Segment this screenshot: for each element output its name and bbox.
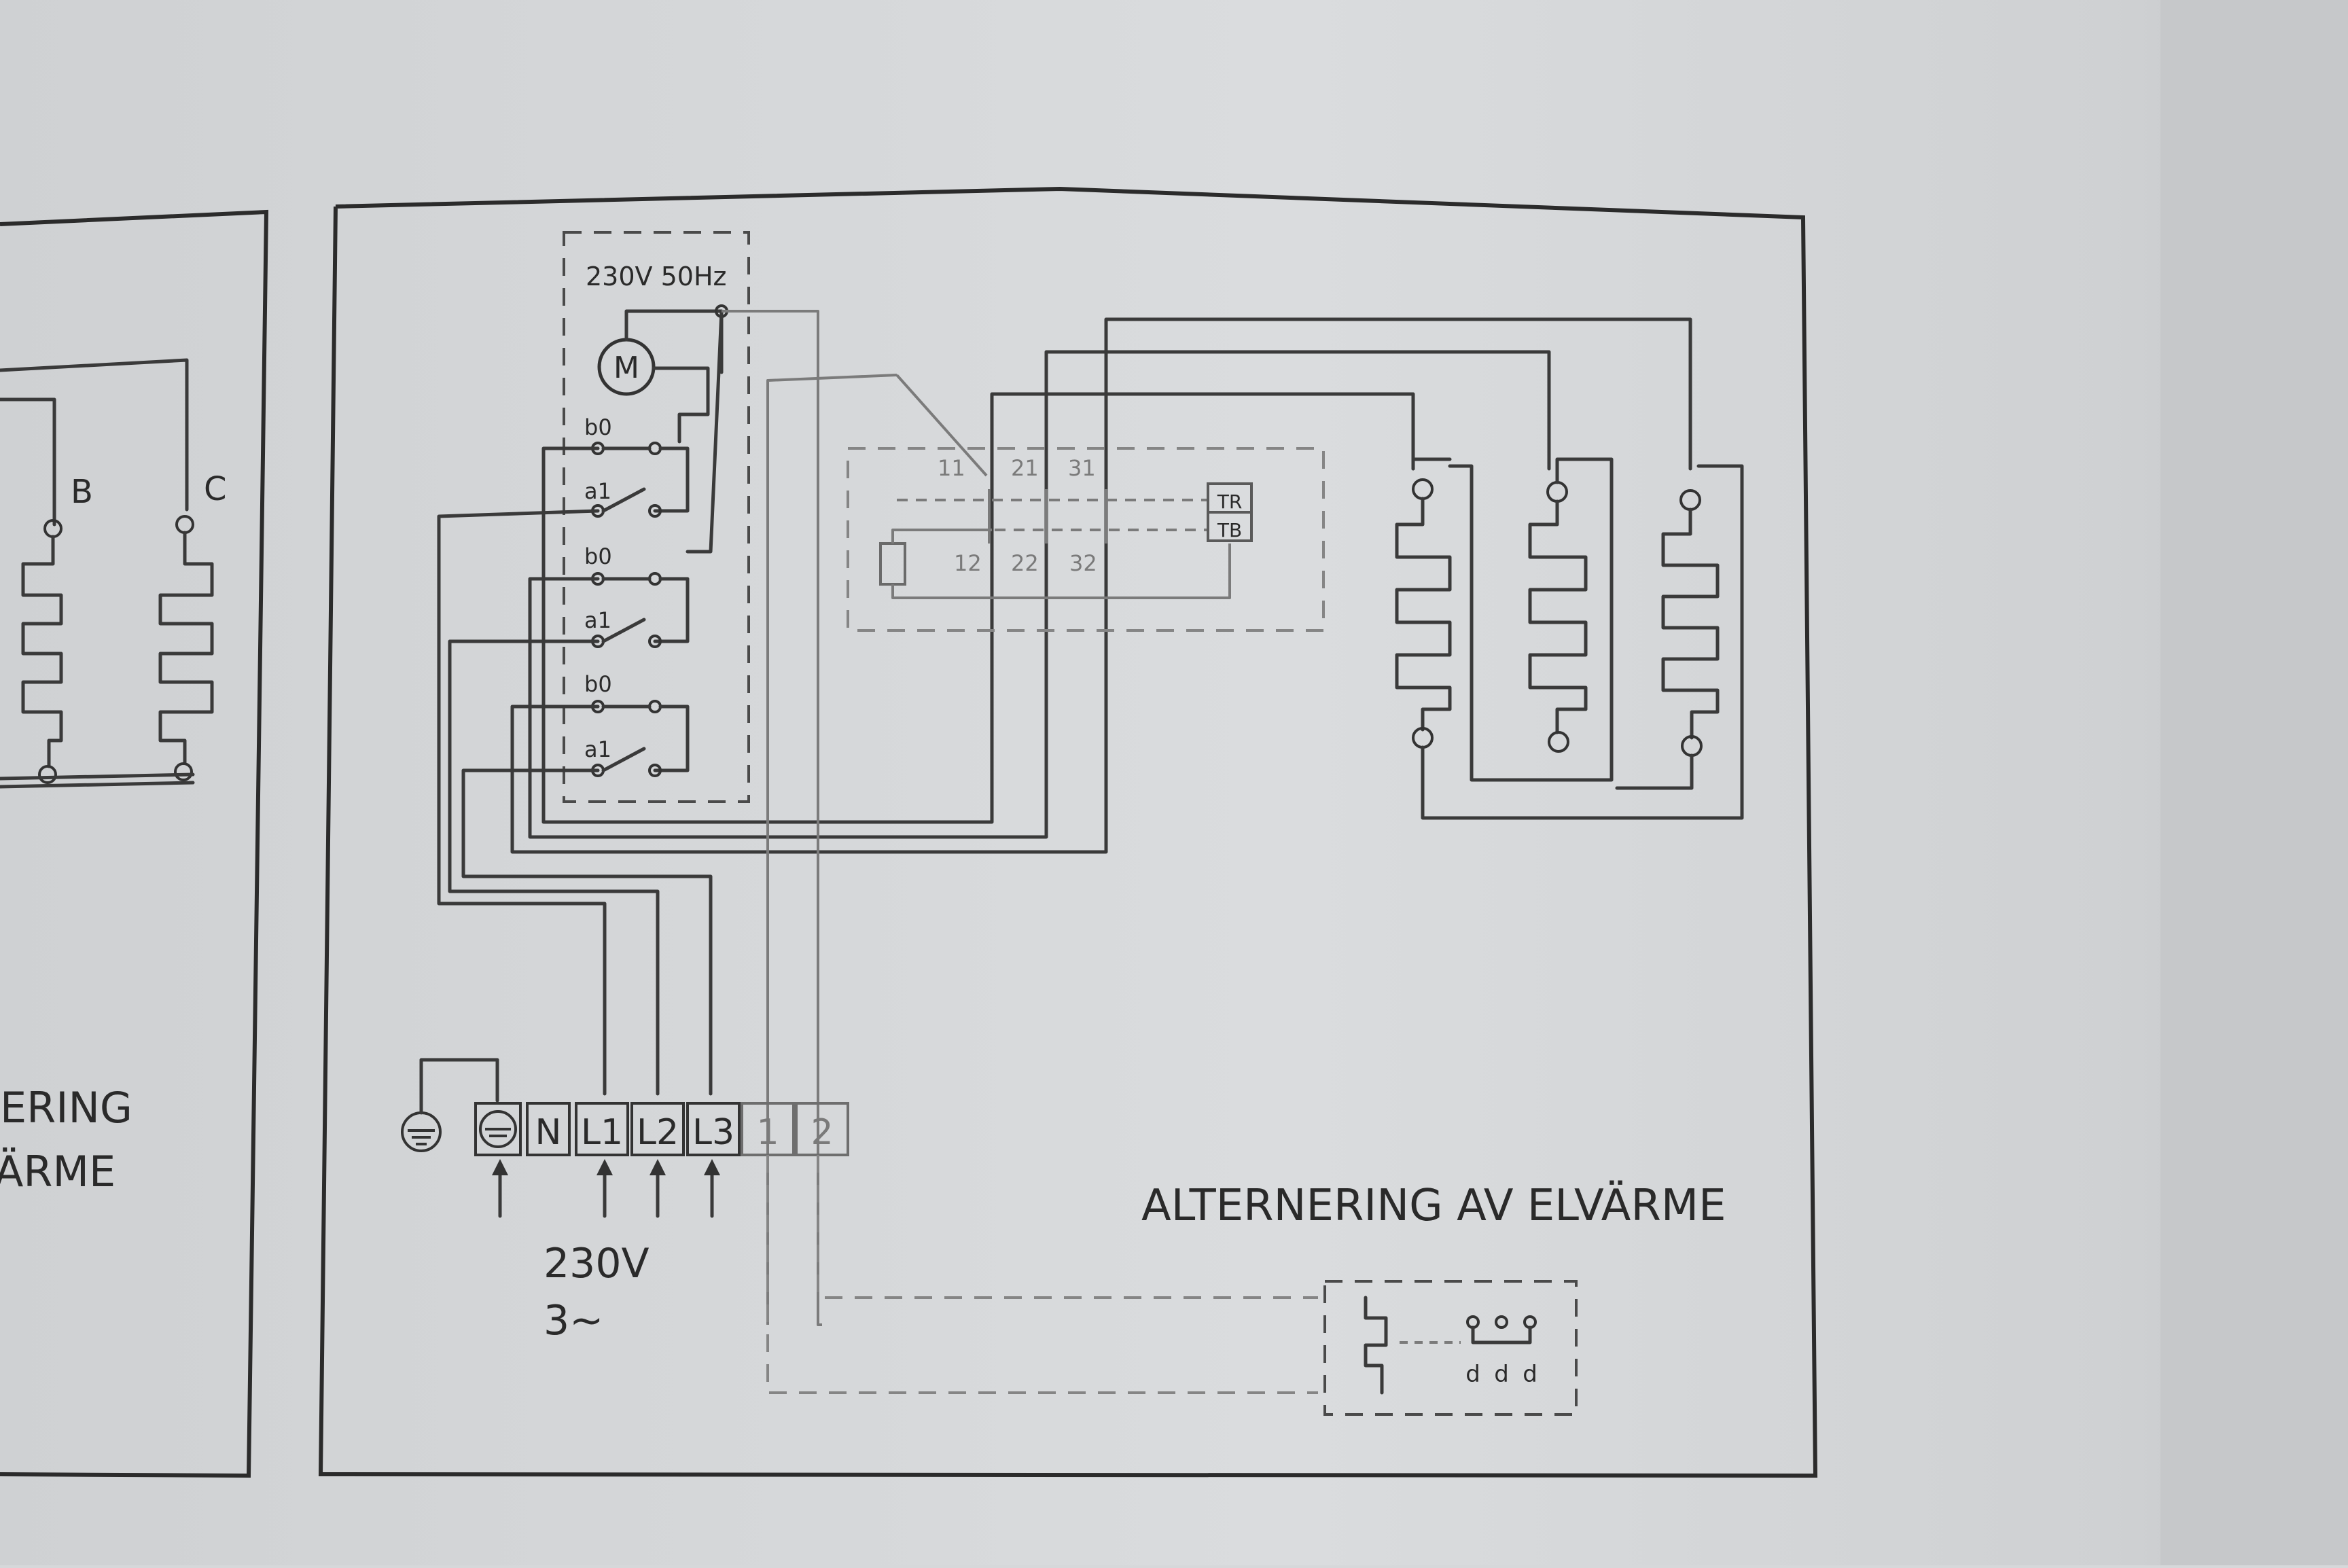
contact-label-a1-2: a1: [584, 607, 611, 633]
terminal-2: [795, 1102, 849, 1156]
contact-label-b0-3: b0: [584, 671, 612, 697]
arrow-up-icon: [650, 1159, 666, 1175]
control-wiring: [437, 310, 1692, 1326]
relay-label-11: 11: [938, 455, 965, 481]
relay-unit: 11 21 31 12 22 32 TR TB: [847, 447, 1325, 632]
terminal-n: [526, 1102, 571, 1156]
supply-phase-label: 3~: [544, 1297, 603, 1344]
diagram-title: ALTERNERING AV ELVÄRME: [1141, 1180, 1726, 1231]
relay-label-31: 31: [1068, 455, 1096, 481]
left-panel-frame: [0, 209, 269, 1478]
contact-b0-1: [591, 442, 690, 513]
terminal-label-l3: L3: [692, 1112, 734, 1153]
terminal-l1: [575, 1102, 629, 1156]
relay-label-12: 12: [954, 550, 982, 576]
left-caption-line2: ÄRME: [0, 1147, 115, 1196]
thermostat-label-tb: TB: [1217, 519, 1242, 541]
control-unit: 230V 50Hz M: [563, 231, 750, 803]
heater-element-c: [0, 358, 214, 781]
arrow-up-icon: [597, 1159, 613, 1175]
supply-arrows: [492, 1159, 720, 1218]
terminal-label-n: N: [535, 1112, 562, 1153]
page-fold-shadow: [2160, 0, 2348, 1565]
terminal-label-l1: L1: [581, 1112, 623, 1153]
relay-label-32: 32: [1069, 550, 1097, 576]
heating-element-3: [1615, 489, 1720, 790]
motor-label: M: [613, 351, 639, 385]
terminal-l3: [686, 1102, 741, 1156]
remote-label-d3: d: [1523, 1361, 1537, 1388]
protective-earth-icon: [479, 1110, 517, 1148]
thermostat-label-tr: TR: [1217, 491, 1243, 513]
terminal-label-1: 1: [756, 1112, 779, 1153]
heater-label-b: B: [71, 473, 93, 511]
contact-label-b0-2: b0: [584, 544, 612, 569]
terminal-l2: [630, 1102, 685, 1156]
contact-a1-1: [591, 487, 662, 518]
remote-control-circuit: d d d: [766, 1155, 1578, 1416]
terminal-label-2: 2: [811, 1112, 833, 1153]
left-diagram-panel: B C ERING ÄRME: [0, 209, 269, 1478]
heater-element-b: [0, 397, 63, 784]
heating-element-1: [1395, 457, 1744, 820]
heater-label-c: C: [204, 470, 227, 508]
contact-label-a1-3: a1: [584, 736, 611, 762]
terminal-label-l2: L2: [637, 1112, 679, 1153]
heating-element-2: [1448, 457, 1614, 782]
main-diagram-frame: [318, 186, 1818, 1478]
relay-label-21: 21: [1011, 455, 1039, 481]
relay-label-22: 22: [1011, 550, 1039, 576]
contact-label-b0-1: b0: [584, 414, 612, 440]
contact-label-a1-1: a1: [584, 478, 611, 504]
remote-label-d1: d: [1465, 1361, 1480, 1388]
supply-frequency-label: 230V 50Hz: [586, 262, 726, 291]
terminal-block: N L1 L2 L3 1 2 230V 3~: [401, 1058, 849, 1344]
contact-a1-2: [591, 618, 662, 648]
remote-control-box: [1323, 1280, 1578, 1416]
left-caption-line1: ERING: [0, 1083, 132, 1133]
terminal-earth: [474, 1102, 522, 1156]
supply-voltage-label: 230V: [544, 1240, 650, 1287]
arrow-up-icon: [492, 1159, 508, 1175]
control-unit-box: [563, 231, 750, 803]
remote-label-d2: d: [1494, 1361, 1509, 1388]
arrow-up-icon: [704, 1159, 720, 1175]
